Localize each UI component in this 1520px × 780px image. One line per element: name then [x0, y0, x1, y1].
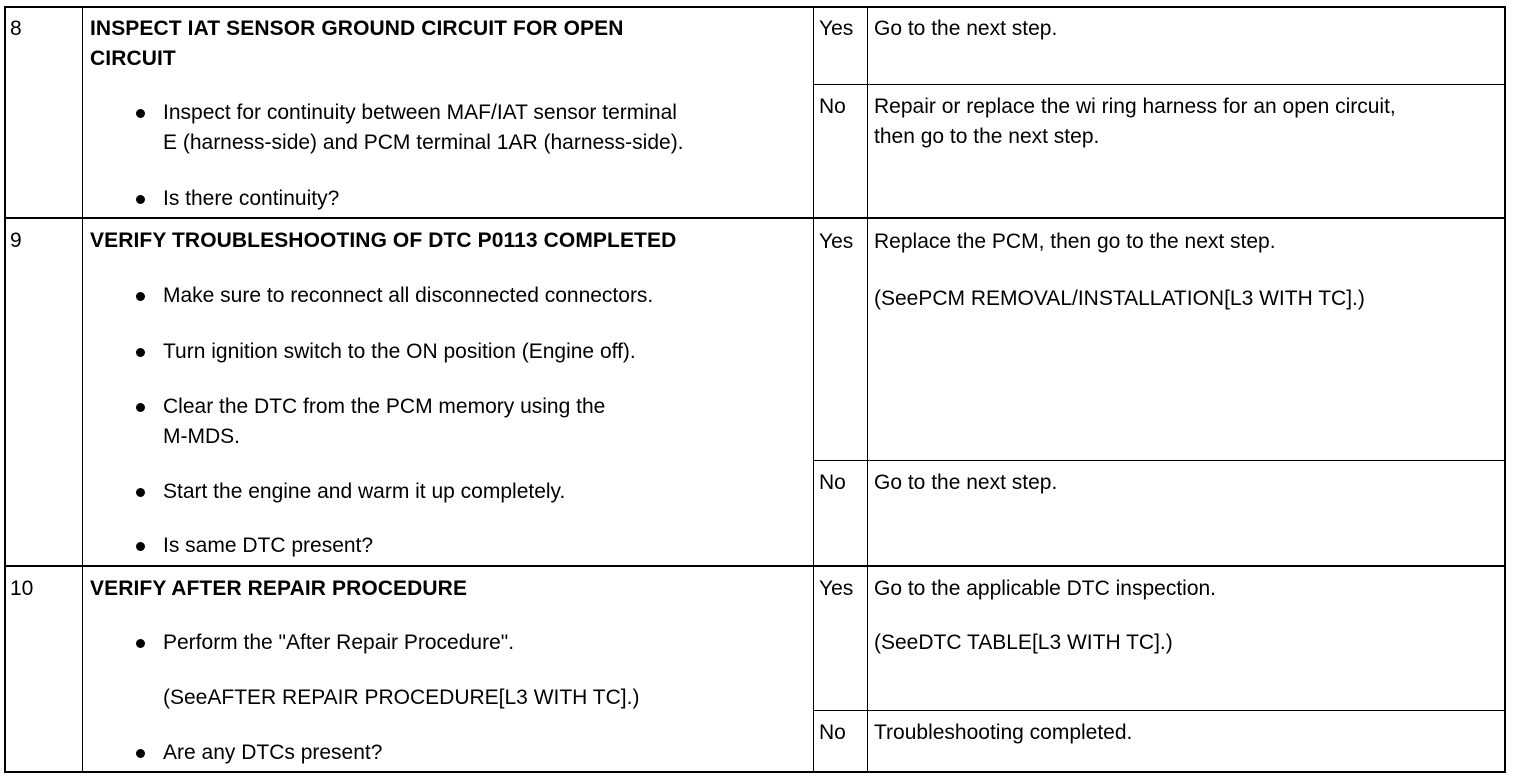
result-text: Go to the next step. — [874, 17, 1058, 40]
step-title: VERIFY TROUBLESHOOTING OF DTC P0113 COMP… — [90, 229, 677, 252]
result-text: Troubleshooting completed. — [874, 721, 1133, 744]
action-text: Clear the DTC from the PCM memory using … — [163, 395, 606, 418]
result-text: Replace the PCM, then go to the next ste… — [874, 230, 1276, 253]
bullet-icon — [136, 542, 145, 551]
troubleshooting-table — [4, 6, 1506, 773]
action-text: Are any DTCs present? — [163, 741, 383, 764]
action-text: M-MDS. — [163, 425, 240, 448]
column-divider — [867, 7, 868, 772]
step-number: 8 — [10, 17, 22, 40]
action-text: Make sure to reconnect all disconnected … — [163, 284, 654, 307]
row-divider — [5, 217, 1505, 219]
result-answer: Yes — [819, 17, 854, 40]
bullet-icon — [136, 195, 145, 204]
result-text: Repair or replace the wi ring harness fo… — [874, 95, 1396, 118]
action-text: E (harness-side) and PCM terminal 1AR (h… — [163, 131, 684, 154]
result-text: Go to the next step. — [874, 471, 1058, 494]
action-text: Is same DTC present? — [163, 534, 374, 557]
result-answer: Yes — [819, 577, 854, 600]
result-divider — [813, 460, 1505, 461]
bullet-icon — [136, 109, 145, 118]
action-text: Start the engine and warm it up complete… — [163, 480, 566, 503]
step-title: INSPECT IAT SENSOR GROUND CIRCUIT FOR OP… — [90, 17, 624, 40]
action-text: Inspect for continuity between MAF/IAT s… — [163, 101, 677, 124]
result-answer: Yes — [819, 230, 854, 253]
result-text: Go to the applicable DTC inspection. — [874, 577, 1217, 600]
action-text: Perform the "After Repair Procedure". — [163, 631, 515, 654]
bullet-icon — [136, 749, 145, 758]
row-divider — [5, 565, 1505, 567]
bullet-icon — [136, 348, 145, 357]
bullet-icon — [136, 403, 145, 412]
step-title: CIRCUIT — [90, 47, 176, 70]
bullet-icon — [136, 488, 145, 497]
column-divider — [82, 7, 83, 772]
result-divider — [813, 710, 1505, 711]
result-text: then go to the next step. — [874, 125, 1100, 148]
action-text: Is there continuity? — [163, 187, 340, 210]
result-answer: No — [819, 95, 846, 118]
step-number: 10 — [10, 577, 34, 600]
column-divider — [813, 7, 814, 772]
bullet-icon — [136, 639, 145, 648]
result-answer: No — [819, 471, 846, 494]
action-text: Turn ignition switch to the ON position … — [163, 340, 636, 363]
reference-note: (SeeAFTER REPAIR PROCEDURE[L3 WITH TC].) — [163, 686, 640, 709]
step-number: 9 — [10, 229, 22, 252]
result-text: (SeePCM REMOVAL/INSTALLATION[L3 WITH TC]… — [874, 287, 1365, 310]
result-text: (SeeDTC TABLE[L3 WITH TC].) — [874, 631, 1173, 654]
result-divider — [813, 84, 1505, 85]
result-answer: No — [819, 721, 846, 744]
step-title: VERIFY AFTER REPAIR PROCEDURE — [90, 577, 468, 600]
bullet-icon — [136, 292, 145, 301]
